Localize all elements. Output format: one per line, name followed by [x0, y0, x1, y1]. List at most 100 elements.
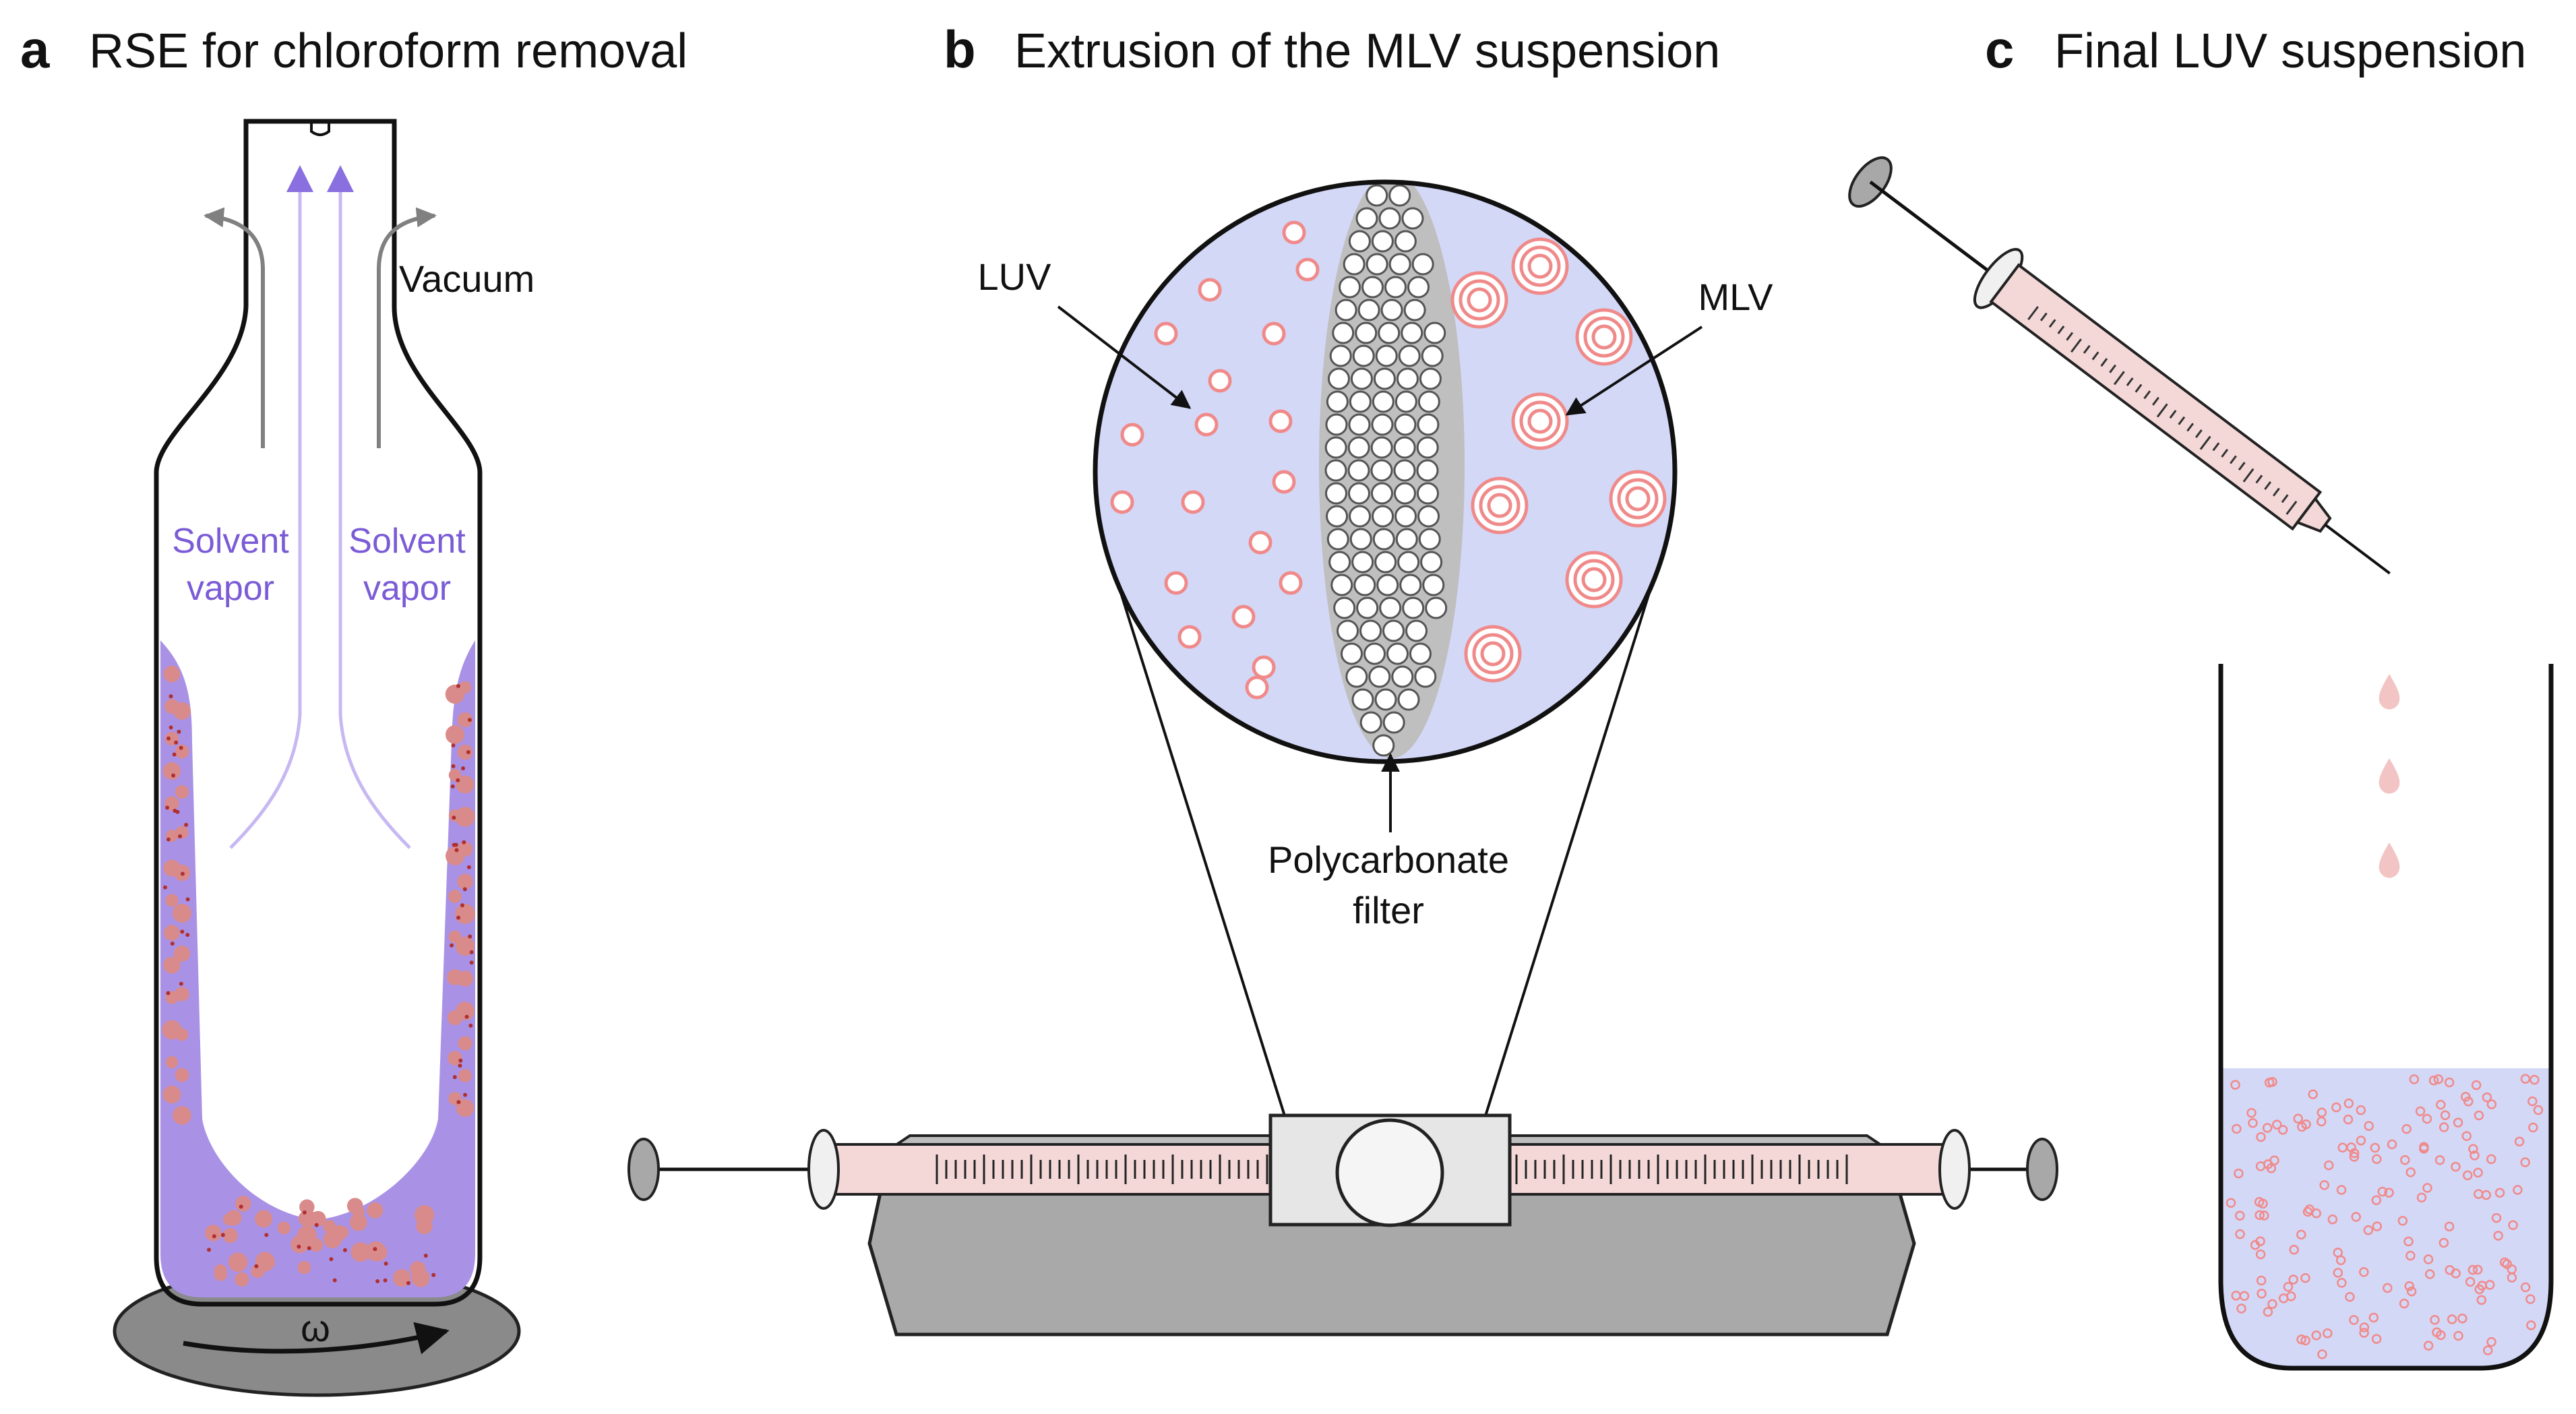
membrane-pore [1339, 276, 1361, 299]
suspension-vesicle [2311, 1330, 2321, 1341]
luv-suspension [2221, 1068, 2551, 1368]
lipid-dot [456, 775, 474, 794]
lipid-speck [166, 837, 171, 842]
membrane-pore [1343, 253, 1366, 276]
suspension-vesicle [2526, 1320, 2536, 1330]
membrane-pore [1329, 344, 1352, 367]
luv-vesicle [1110, 490, 1134, 514]
graduation-tick [2083, 344, 2091, 354]
suspension-vesicle [2444, 1221, 2455, 1232]
graduation-tick [2091, 351, 2099, 361]
mlv-layer [1583, 316, 1625, 358]
lipid-dot [448, 930, 462, 944]
lipid-dot [457, 744, 473, 760]
lipid-dot [214, 1268, 227, 1281]
graduation-tick [2169, 410, 2177, 419]
lipid-speck [264, 1233, 269, 1237]
suspension-vesicle [2269, 1155, 2279, 1166]
membrane-pores [1324, 184, 1448, 757]
suspension-vesicle [2401, 1124, 2412, 1134]
lipid-dot [445, 684, 465, 704]
suspension-vesicle [2227, 1343, 2237, 1354]
membrane-pore [1394, 230, 1417, 253]
suspension-vesicle [2397, 1216, 2408, 1226]
membrane-pore [1418, 528, 1441, 551]
lipid-speck [180, 929, 185, 934]
suspension-vesicle [2520, 1074, 2531, 1084]
mlv-layer [1625, 486, 1651, 512]
luv-vesicle [1252, 655, 1276, 679]
round-bottom-flask [154, 119, 483, 1307]
membrane-pore [1386, 642, 1409, 665]
omega-label: ω [301, 1307, 330, 1349]
suspension-vesicle [2405, 1250, 2416, 1261]
lipid-dot [175, 785, 189, 799]
membrane-pore [1382, 711, 1405, 734]
membrane-pore [1384, 276, 1407, 299]
suspension-vesicle [2246, 1107, 2257, 1118]
suspension-vesicle [2256, 1132, 2266, 1142]
graduation-tick [2272, 487, 2280, 497]
membrane-pore [1405, 619, 1428, 642]
suspension-vesicle [2254, 1197, 2265, 1207]
suspension-vesicle [2520, 1157, 2530, 1167]
lipid-dot [175, 1068, 189, 1082]
mlv-layer [1617, 478, 1659, 520]
suspension-vesicle [2433, 1074, 2444, 1084]
mlv-layer [1487, 493, 1512, 518]
membrane-pore [1350, 367, 1373, 390]
suspension-vesicle [2256, 1275, 2267, 1286]
luv-vesicle [1177, 625, 1202, 649]
luv-vesicle [1245, 675, 1269, 700]
membrane-pore [1391, 665, 1414, 688]
panel-a-rotary-evaporator: Vacuum Solvent vapor Solvent vapor ω [113, 119, 534, 1397]
membrane-pore [1398, 344, 1421, 367]
lipid-speck [469, 960, 474, 965]
lipid-dot [175, 744, 189, 759]
membrane-pore [1370, 482, 1393, 505]
lipid-dot [235, 1196, 251, 1212]
membrane-pore [1393, 436, 1416, 459]
lipid-speck [168, 694, 173, 699]
membrane-pore [1347, 482, 1370, 505]
luv-vesicle [1194, 412, 1219, 437]
lipid-speck [452, 842, 456, 847]
suspension-vesicle [2319, 1180, 2329, 1190]
panel-letter-c: c [1985, 20, 2014, 79]
membrane-pore [1394, 390, 1417, 413]
suspension-vesicle [2363, 1225, 2374, 1235]
panel-letter-b: b [944, 20, 976, 79]
suspension-vesicle [2288, 1274, 2298, 1285]
panel-title-a: RSE for chloroform removal [89, 24, 687, 78]
membrane-pore [1324, 482, 1347, 505]
luv-vesicle [1208, 369, 1232, 393]
graduation-tick [2048, 319, 2056, 328]
membrane-pore [1357, 299, 1380, 321]
luv-label: LUV [978, 255, 1052, 298]
membrane-pore [1372, 505, 1394, 528]
suspension-vesicle [2520, 1282, 2531, 1293]
suspension-vesicle [2405, 1167, 2416, 1177]
suspension-vesicle [2474, 1110, 2484, 1121]
graduation-tick [2186, 423, 2194, 432]
lipid-speck [174, 740, 179, 745]
suspension-vesicle [2323, 1328, 2333, 1339]
mlv-layer [1467, 287, 1492, 313]
vapor-stream-right [338, 185, 411, 849]
mlv-core [1590, 576, 1598, 584]
luv-vesicle [1198, 278, 1222, 302]
suspension-vesicles [2226, 1074, 2544, 1359]
suspension-vesicle [2453, 1117, 2463, 1128]
lipid-speck [254, 1264, 259, 1268]
membrane-pore [1372, 528, 1395, 551]
suspension-vesicle [2404, 1281, 2414, 1291]
lipid-speck [451, 764, 456, 768]
lipid-speck [307, 1246, 311, 1250]
membrane-pore [1371, 413, 1394, 436]
filter-label-line2: filter [1353, 889, 1424, 931]
suspension-vesicle [2474, 1284, 2484, 1295]
suspension-vesicle [2335, 1255, 2346, 1266]
suspension-vesicle [2434, 1155, 2445, 1165]
membrane-pore [1416, 459, 1439, 482]
suspension-vesicle [2461, 1131, 2472, 1141]
